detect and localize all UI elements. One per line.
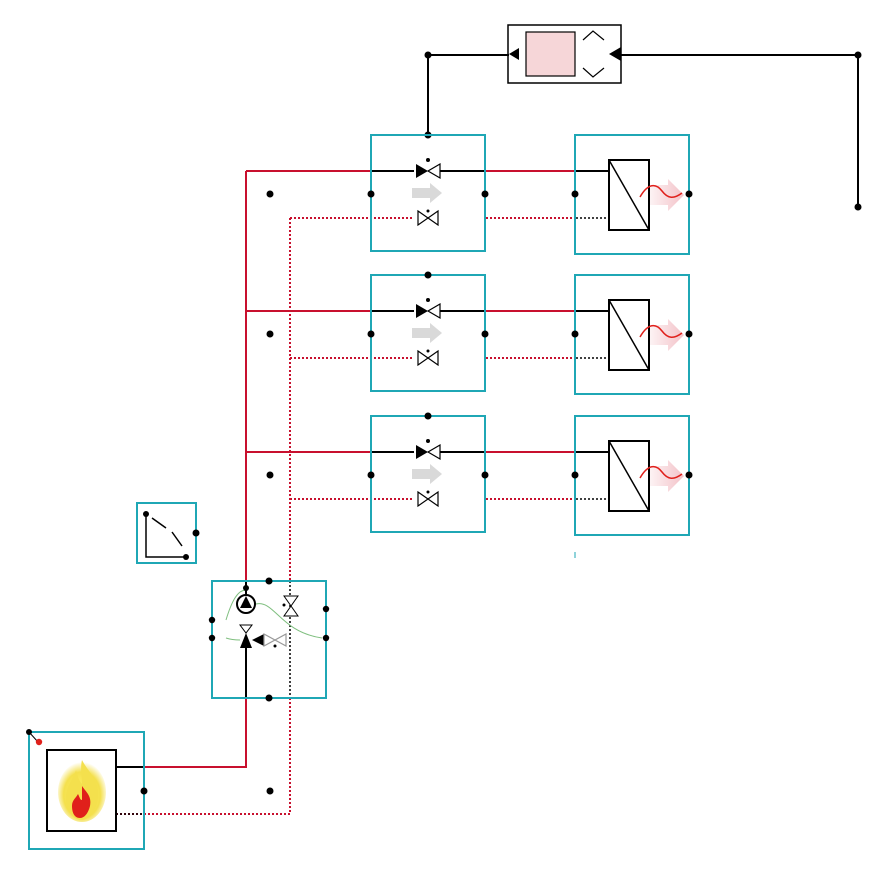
flow-arrow-icon bbox=[412, 183, 442, 203]
flame-icon bbox=[58, 760, 106, 822]
return-valve-icon bbox=[417, 209, 439, 227]
heat-output-icon bbox=[639, 460, 684, 492]
pump-mixing-unit[interactable] bbox=[208, 577, 330, 702]
flow-arrow-icon bbox=[412, 323, 442, 343]
radiator-icon bbox=[608, 440, 650, 512]
check-valve-icon bbox=[239, 624, 253, 634]
valve-icon bbox=[416, 158, 441, 180]
valve-unit-3[interactable] bbox=[367, 412, 489, 533]
controller[interactable] bbox=[507, 24, 622, 84]
junction-dot bbox=[854, 51, 862, 59]
mixing-valve-icon bbox=[240, 632, 287, 648]
return-pipes bbox=[116, 217, 576, 815]
return-valve-icon bbox=[417, 490, 439, 508]
controller-input-arrow-left bbox=[509, 48, 519, 60]
heat-output-icon bbox=[639, 179, 684, 211]
valve-units bbox=[367, 134, 489, 533]
valve-unit-2[interactable] bbox=[367, 271, 489, 392]
radiator-icon bbox=[608, 159, 650, 231]
junction-dot bbox=[424, 51, 432, 59]
boiler[interactable] bbox=[26, 729, 148, 850]
inner-supply-segments bbox=[116, 170, 608, 768]
inner-return-segments bbox=[116, 217, 608, 815]
heat-emitter-2[interactable] bbox=[571, 274, 693, 395]
valve-icon bbox=[416, 439, 441, 461]
junction-dot bbox=[854, 203, 862, 211]
up-down-icon bbox=[582, 30, 605, 78]
valve-unit-1[interactable] bbox=[367, 134, 489, 252]
junction-dot bbox=[266, 471, 274, 479]
return-valve-icon bbox=[417, 349, 439, 367]
outdoor-sensor[interactable] bbox=[136, 502, 200, 564]
junction-dot bbox=[266, 330, 274, 338]
valve-icon bbox=[416, 298, 441, 320]
heat-emitters bbox=[571, 134, 693, 536]
heat-emitter-1[interactable] bbox=[571, 134, 693, 255]
bypass-valve-icon bbox=[282, 595, 299, 617]
flow-arrow-icon bbox=[412, 464, 442, 484]
heat-output-icon bbox=[639, 319, 684, 351]
pump-icon bbox=[236, 594, 256, 614]
junction-dot bbox=[266, 190, 274, 198]
heat-emitter-3[interactable] bbox=[571, 415, 693, 536]
radiator-icon bbox=[608, 299, 650, 371]
junction-dot bbox=[266, 787, 274, 795]
supply-pipes bbox=[116, 170, 608, 768]
controller-input-arrow-right bbox=[609, 47, 621, 61]
curve-icon bbox=[145, 514, 186, 558]
